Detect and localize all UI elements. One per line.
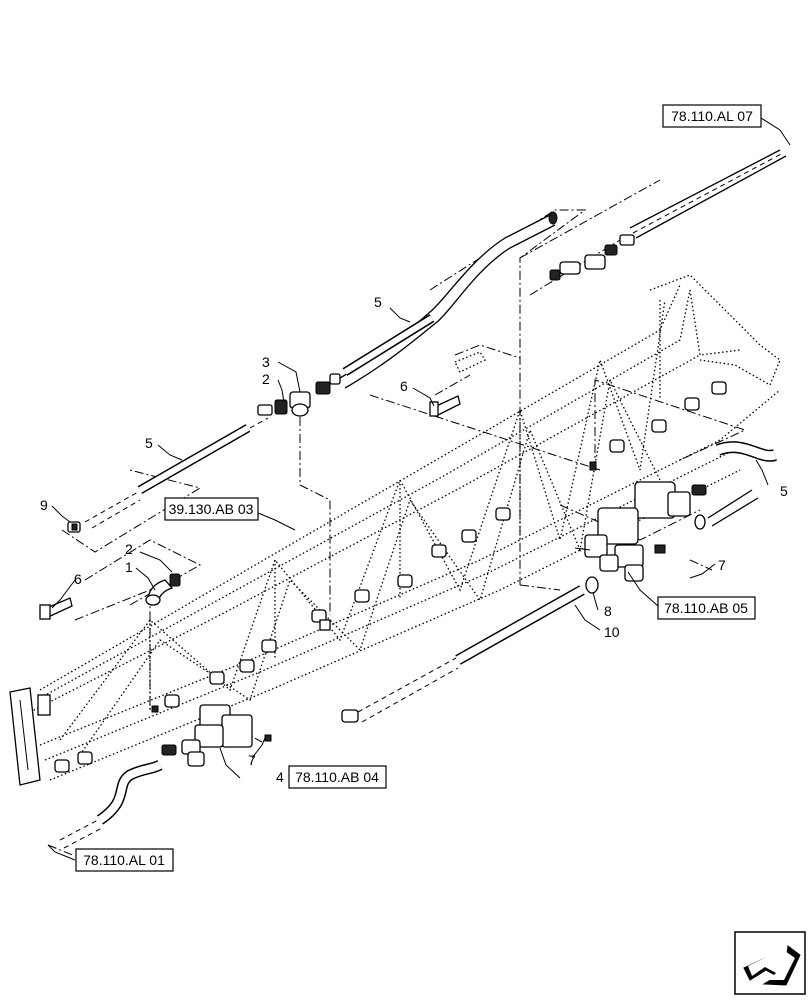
callout-4: 4 (276, 769, 284, 785)
hose-10 (341, 576, 599, 723)
guide-lines (47, 179, 747, 857)
callout-9: 9 (40, 497, 48, 513)
left-valve-assembly (161, 704, 272, 767)
callout-2: 2 (125, 541, 133, 557)
upper-right-hose (629, 149, 787, 239)
ref-ab03[interactable]: 39.130.AB 03 (164, 497, 259, 521)
lower-left-hose (59, 759, 163, 849)
callout-10: 10 (604, 624, 620, 640)
ref-ab05[interactable]: 78.110.AB 05 (657, 596, 756, 620)
hose-5-upper (339, 211, 558, 389)
callout-6: 6 (74, 571, 82, 587)
callout-5: 5 (780, 483, 788, 499)
ref-al07[interactable]: 78.110.AL 07 (662, 104, 762, 128)
upper-right-fittings (549, 234, 635, 471)
bracket-6-upper (429, 395, 461, 417)
callout-5: 5 (374, 294, 382, 310)
boom-clamps (54, 381, 727, 773)
callout-3: 3 (262, 354, 270, 370)
left-end-plate (9, 687, 51, 786)
svg-text:78.110.AB 04: 78.110.AB 04 (295, 769, 379, 785)
callout-6: 6 (400, 378, 408, 394)
callout-5: 5 (145, 435, 153, 451)
callout-2: 2 (262, 371, 270, 387)
svg-text:78.110.AB 05: 78.110.AB 05 (664, 600, 748, 616)
next-page-arrow-icon[interactable] (734, 931, 806, 995)
ref-ab04[interactable]: 78.110.AB 04 (288, 765, 387, 789)
svg-text:39.130.AB 03: 39.130.AB 03 (169, 501, 254, 517)
tee-fitting-group (257, 373, 341, 417)
callout-1: 1 (125, 559, 133, 575)
callout-7: 7 (718, 557, 726, 573)
leader-lines (47, 117, 791, 861)
boom-frame (29, 274, 781, 781)
callouts: 5 3 2 6 5 5 9 2 1 6 7 8 10 7 4 (40, 294, 788, 785)
svg-text:78.110.AL 01: 78.110.AL 01 (83, 852, 165, 868)
svg-text:78.110.AL 07: 78.110.AL 07 (671, 108, 753, 124)
callout-7: 7 (248, 752, 256, 768)
hose-5-middle (84, 417, 269, 529)
bracket-6-left (39, 597, 73, 620)
part-9-nut (67, 521, 81, 533)
elbow-fitting (145, 573, 181, 606)
hose-5-right (694, 441, 777, 530)
bracket-6-ghost (454, 351, 486, 373)
callout-8: 8 (604, 603, 612, 619)
right-valve-assembly (574, 481, 707, 582)
ref-al01[interactable]: 78.110.AL 01 (75, 848, 174, 872)
